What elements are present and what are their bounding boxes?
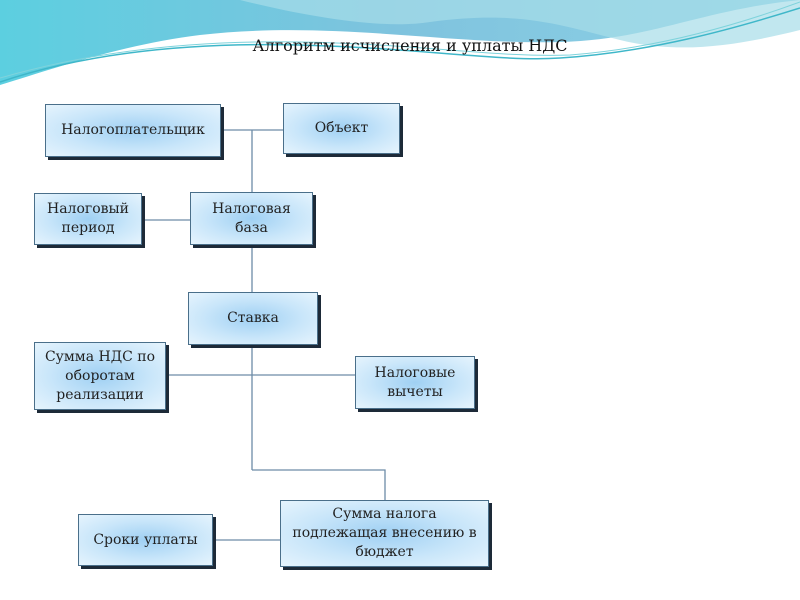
box-taxpayer: Налогоплательщик <box>45 104 221 157</box>
box-vat-sum: Сумма НДС по оборотам реализации <box>34 342 166 410</box>
box-object: Объект <box>283 103 400 154</box>
box-deductions: Налоговые вычеты <box>355 356 475 409</box>
box-tax-payable: Сумма налога подлежащая внесению в бюдже… <box>280 500 489 567</box>
slide-title: Алгоритм исчисления и уплаты НДС <box>252 36 568 55</box>
connector-to-payable <box>252 469 386 500</box>
box-tax-base: Налоговая база <box>190 192 313 245</box>
wave-background <box>0 0 800 85</box>
box-payment-terms: Сроки уплаты <box>78 514 213 566</box>
box-rate: Ставка <box>188 292 318 345</box>
box-tax-period: Налоговый период <box>34 193 142 245</box>
